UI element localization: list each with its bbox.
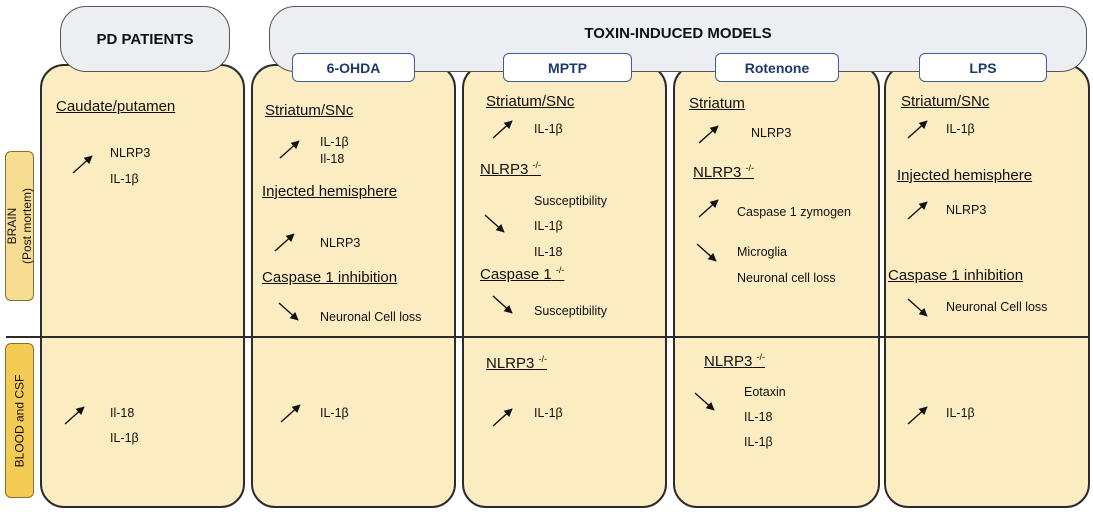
tab-rotenone: Rotenone: [715, 53, 839, 82]
mptp-nlrp3-heading: NLRP3 -/-: [480, 160, 541, 178]
rotenone-nlrp3-sup: -/-: [745, 163, 755, 173]
up-arrow-icon: [492, 120, 513, 139]
tab-lps: LPS: [919, 53, 1047, 82]
up-arrow-icon: [907, 201, 928, 220]
up-arrow-icon: [280, 404, 301, 423]
up-arrow-icon: [274, 233, 295, 252]
blood-row-label: BLOOD and CSF: [5, 343, 34, 498]
brain-row-label: BRAIN (Post mortem): [5, 151, 34, 301]
ohda-striatum-heading: Striatum/SNc: [265, 102, 354, 119]
lps-blood-item: IL-1β: [946, 406, 975, 420]
mptp-item: Susceptibility: [534, 194, 607, 208]
ohda-injected-heading: Injected hemisphere: [262, 183, 398, 200]
lps-panel: [884, 64, 1090, 508]
lps-caspase-heading: Caspase 1 inhibition: [888, 267, 1024, 284]
pd-caudate-heading: Caudate/putamen: [56, 98, 176, 115]
mptp-nlrp3-text: NLRP3: [480, 161, 529, 178]
toxin-models-title: TOXIN-INDUCED MODELS: [584, 25, 772, 42]
mptp-blood-sup: -/-: [538, 354, 548, 364]
mptp-blood-text: NLRP3: [486, 355, 535, 372]
mptp-caspase-sup: -/-: [555, 265, 565, 275]
rotenone-item: Microglia: [737, 245, 788, 259]
up-arrow-icon: [698, 125, 719, 144]
down-arrow-icon: [484, 214, 505, 233]
down-arrow-icon: [694, 392, 715, 411]
up-arrow-icon: [64, 406, 85, 425]
tab-lps-label: LPS: [969, 59, 997, 76]
down-arrow-icon: [907, 298, 928, 317]
mptp-item: IL-18: [534, 245, 563, 259]
rotenone-item: Neuronal cell loss: [737, 271, 836, 285]
brain-label: BRAIN: [4, 207, 19, 245]
lps-injected-heading: Injected hemisphere: [897, 167, 1033, 184]
rotenone-panel: [673, 64, 880, 508]
tab-6-ohda: 6-OHDA: [292, 53, 415, 82]
blood-csf-label: BLOOD and CSF: [12, 374, 26, 467]
rotenone-blood-text: NLRP3: [704, 353, 753, 370]
mptp-blood-item: IL-1β: [534, 406, 563, 420]
up-arrow-icon: [698, 199, 719, 218]
rotenone-blood-item: Eotaxin: [744, 385, 786, 399]
rotenone-blood-item: IL-1β: [744, 435, 773, 449]
up-arrow-icon: [492, 408, 513, 427]
mptp-blood-heading: NLRP3 -/-: [486, 354, 547, 372]
mptp-item: IL-1β: [534, 219, 563, 233]
lps-item: Neuronal Cell loss: [946, 300, 1048, 314]
rotenone-nlrp3-text: NLRP3: [693, 164, 742, 181]
up-arrow-icon: [907, 120, 928, 139]
row-divider: [6, 336, 1090, 338]
pd-patients-header: PD PATIENTS: [60, 6, 230, 72]
ohda-item: NLRP3: [320, 236, 361, 250]
up-arrow-icon: [279, 140, 300, 159]
tab-mptp-label: MPTP: [548, 59, 587, 76]
pd-patients-title: PD PATIENTS: [96, 30, 194, 48]
rotenone-blood-item: IL-18: [744, 410, 773, 424]
ohda-caspase-heading: Caspase 1 inhibition: [262, 269, 398, 286]
pd-blood-item: IL-1β: [110, 431, 139, 445]
rotenone-blood-sup: -/-: [756, 352, 766, 362]
mptp-nlrp3-sup: -/-: [532, 160, 542, 170]
lps-item: NLRP3: [946, 203, 987, 217]
down-arrow-icon: [696, 243, 717, 262]
up-arrow-icon: [907, 406, 928, 425]
pd-blood-item: Il-18: [110, 406, 135, 420]
mptp-panel: [462, 64, 667, 508]
ohda-item: Neuronal Cell loss: [320, 310, 422, 324]
pd-brain-item: IL-1β: [110, 172, 139, 186]
mptp-item: IL-1β: [534, 122, 563, 136]
mptp-caspase-heading: Caspase 1 -/-: [480, 265, 564, 283]
post-mortem-label: (Post mortem): [19, 187, 34, 265]
rotenone-nlrp3-heading: NLRP3 -/-: [693, 163, 754, 181]
rotenone-blood-heading: NLRP3 -/-: [704, 352, 765, 370]
6-ohda-panel: [251, 64, 456, 508]
lps-striatum-heading: Striatum/SNc: [901, 93, 990, 110]
up-arrow-icon: [72, 155, 93, 174]
rotenone-striatum-heading: Striatum: [689, 95, 745, 112]
ohda-item: Il-18: [320, 152, 345, 166]
mptp-striatum-heading: Striatum/SNc: [486, 93, 575, 110]
ohda-item: IL-1β: [320, 135, 349, 149]
pd-patients-panel: [40, 64, 245, 508]
ohda-blood-item: IL-1β: [320, 406, 349, 420]
pd-brain-item: NLRP3: [110, 146, 151, 160]
tab-rotenone-label: Rotenone: [744, 59, 810, 76]
down-arrow-icon: [278, 302, 299, 321]
tab-6-ohda-label: 6-OHDA: [326, 59, 381, 76]
rotenone-item: NLRP3: [751, 126, 792, 140]
mptp-item: Susceptibility: [534, 304, 607, 318]
lps-item: IL-1β: [946, 122, 975, 136]
mptp-caspase-text: Caspase 1: [480, 266, 552, 283]
tab-mptp: MPTP: [503, 53, 632, 82]
down-arrow-icon: [492, 295, 513, 314]
rotenone-item: Caspase 1 zymogen: [737, 205, 851, 219]
